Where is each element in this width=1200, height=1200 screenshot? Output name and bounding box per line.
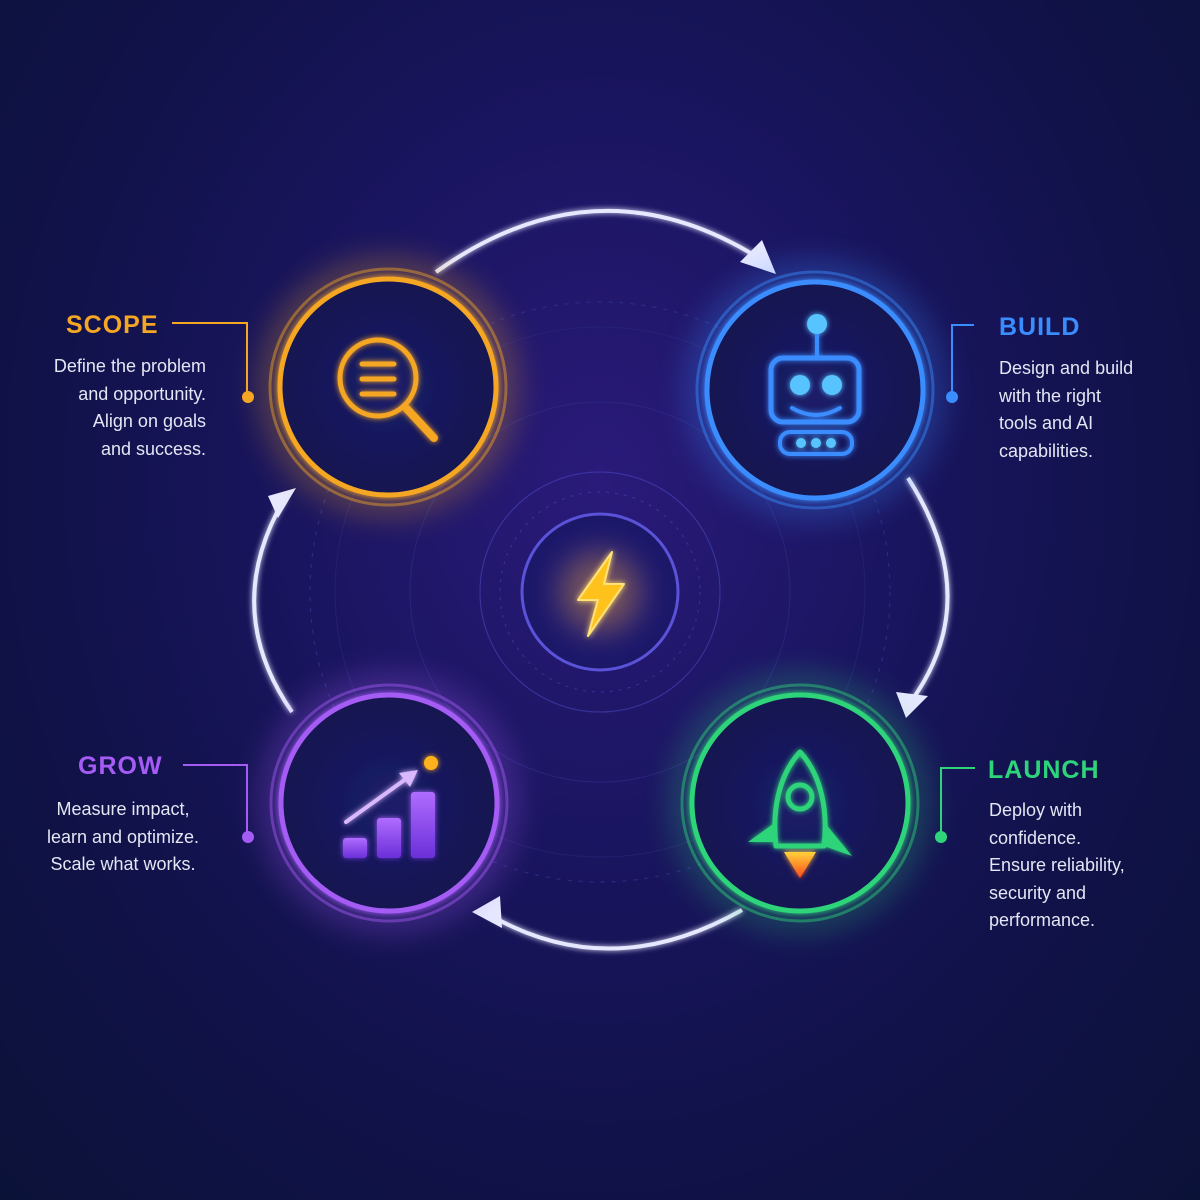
grow-title: GROW bbox=[78, 752, 163, 780]
launch-line-1: Deploy with bbox=[989, 800, 1083, 820]
center-node bbox=[520, 512, 680, 672]
scope-node bbox=[256, 255, 520, 519]
launch-description: Deploy with confidence. Ensure reliabili… bbox=[989, 797, 1125, 935]
scope-title: SCOPE bbox=[66, 311, 159, 339]
grow-line-2: learn and optimize. bbox=[46, 826, 200, 847]
arrowhead-grow-icon bbox=[472, 896, 502, 928]
rocket-icon bbox=[748, 749, 852, 878]
launch-line-3: Ensure reliability, bbox=[989, 855, 1125, 875]
build-line-1: Design and build bbox=[999, 358, 1134, 378]
arc-build-to-launch bbox=[906, 476, 950, 702]
launch-line-5: performance. bbox=[989, 910, 1096, 930]
leader-lines bbox=[172, 322, 975, 843]
build-node bbox=[683, 258, 947, 522]
arrowheads bbox=[268, 240, 928, 928]
grow-node bbox=[257, 671, 521, 935]
arc-launch-to-grow bbox=[486, 908, 743, 951]
launch-leader bbox=[940, 767, 975, 836]
build-line-4: capabilities. bbox=[999, 440, 1094, 461]
launch-line-4: security and bbox=[989, 882, 1087, 903]
scope-line-4: and success. bbox=[100, 438, 206, 459]
scope-line-3: Align on goals bbox=[92, 411, 206, 431]
launch-title: LAUNCH bbox=[988, 756, 1100, 784]
build-description: Design and build with the right tools an… bbox=[999, 355, 1133, 465]
robot-icon bbox=[768, 314, 862, 456]
grow-line-3: Scale what works. bbox=[50, 854, 196, 874]
scope-leader bbox=[172, 322, 248, 396]
arc-scope-to-build bbox=[434, 209, 767, 274]
scope-line-2: and opportunity. bbox=[78, 383, 206, 404]
lightning-bolt-icon bbox=[577, 551, 625, 637]
scope-line-1: Define the problem bbox=[53, 356, 206, 376]
cycle-arrows bbox=[252, 209, 950, 951]
build-title: BUILD bbox=[999, 313, 1081, 341]
background-rings bbox=[309, 301, 891, 883]
launch-line-2: confidence. bbox=[989, 827, 1082, 848]
grow-line-1: Measure impact, bbox=[56, 799, 190, 819]
arrowhead-build-icon bbox=[740, 240, 776, 274]
build-leader bbox=[951, 324, 974, 396]
magnifier-document-icon bbox=[337, 337, 438, 442]
arrowhead-launch-icon bbox=[896, 692, 928, 718]
build-line-3: tools and AI bbox=[999, 413, 1094, 433]
launch-node bbox=[668, 671, 932, 935]
scope-description: Define the problem and opportunity. Alig… bbox=[54, 353, 206, 463]
grow-description: Measure impact, learn and optimize. Scal… bbox=[20, 796, 226, 879]
growth-chart-icon bbox=[343, 756, 438, 858]
grow-leader bbox=[183, 764, 248, 836]
arrowhead-scope-icon bbox=[268, 488, 296, 518]
build-line-2: with the right bbox=[999, 385, 1102, 406]
arc-grow-to-scope bbox=[252, 496, 294, 714]
